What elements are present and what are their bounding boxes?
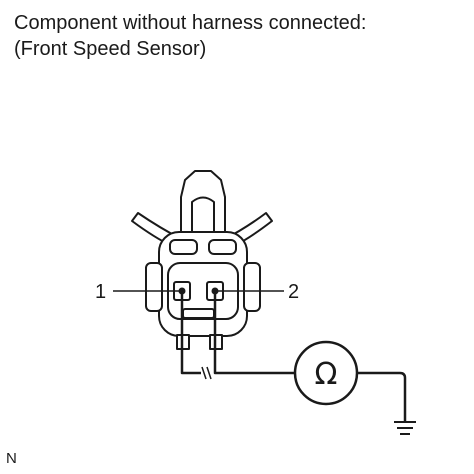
pin-2-label: 2	[288, 281, 299, 303]
ground-icon	[394, 421, 416, 435]
pin-1-label: 1	[95, 281, 106, 303]
image-code: N	[6, 450, 17, 467]
left-lug	[145, 262, 163, 312]
lead-pin-1	[180, 291, 201, 375]
caption-subtitle: (Front Speed Sensor)	[14, 38, 207, 60]
left-clip	[131, 212, 184, 247]
ohmmeter-symbol: Ω	[315, 357, 338, 392]
lead-to-ground	[357, 371, 407, 422]
diagram-caption: Component without harness connected: (Fr…	[14, 10, 464, 62]
speed-sensor-connector	[131, 170, 273, 350]
upper-rib-right	[208, 239, 237, 255]
bottom-latch	[182, 308, 215, 319]
lead-break-marks	[201, 366, 212, 380]
test-leads	[180, 291, 407, 422]
right-lug	[243, 262, 261, 312]
lead-pin-2	[213, 291, 295, 375]
right-clip	[222, 212, 273, 247]
connector-lock-tab	[180, 170, 226, 237]
upper-rib-left	[169, 239, 198, 255]
ohmmeter-icon	[293, 340, 359, 406]
connector-lock-slot	[191, 196, 215, 236]
caption-title: Component without harness connected:	[14, 12, 367, 34]
